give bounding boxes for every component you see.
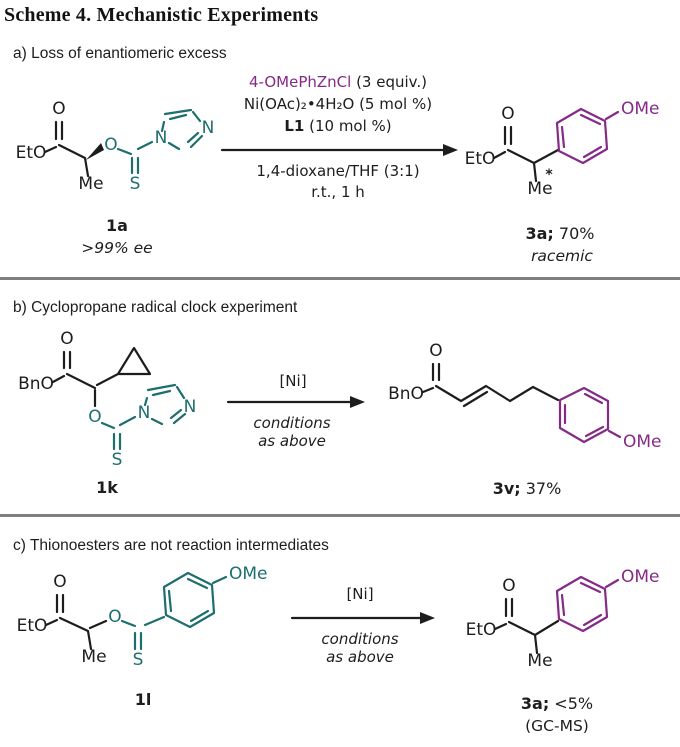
atom-label-me: Me [78, 174, 103, 194]
panel-c-scheme: EtO O Me O S OMe 1l [Ni] conditions as a… [17, 564, 660, 735]
conditions-catalyst: [Ni] [346, 585, 373, 603]
conditions-note-1: conditions [321, 630, 398, 648]
stereocenter-mark: * [545, 167, 553, 183]
atom-label-n3: N [184, 397, 197, 417]
atom-label-ome: OMe [621, 567, 660, 587]
atom-label-n3: N [202, 118, 215, 138]
conditions-note-2: as above [326, 648, 394, 666]
conditions-solvent-line: 1,4-dioxane/THF (3:1) [256, 162, 419, 180]
molecule-1l-thionoester [120, 571, 228, 651]
molecule-3a-trace-skeleton [493, 597, 560, 655]
compound-label-3a: 3a; 70% [526, 224, 595, 243]
molecule-1k: BnO O O S N N 1k [18, 329, 196, 497]
compound-note-ee: >99% ee [81, 239, 152, 257]
panel-b-scheme: BnO O O S N N 1k [Ni] conditions as abov… [18, 329, 661, 498]
molecule-1a-skeleton [43, 120, 104, 178]
molecule-3v-skeleton [421, 362, 560, 408]
atom-label-eto: EtO [17, 616, 48, 636]
compound-note-racemic: racemic [531, 247, 593, 265]
conditions-note-1: conditions [253, 414, 330, 432]
reaction-c: [Ni] conditions as above [290, 585, 435, 666]
atom-label-s: S [112, 450, 123, 470]
molecule-3a-trace: EtO O Me OMe 3a; <5% (GC-MS) [466, 567, 660, 735]
atom-label-carbonyl-o: O [60, 329, 73, 349]
molecule-1l-skeleton [44, 593, 108, 651]
reaction-arrowhead [420, 612, 435, 624]
atom-label-n1: N [155, 128, 168, 148]
atom-label-ome: OMe [623, 432, 662, 452]
atom-label-eto: EtO [466, 620, 497, 640]
atom-label-n1: N [138, 403, 151, 423]
reaction-b: [Ni] conditions as above [226, 372, 365, 450]
reaction-arrowhead [443, 144, 458, 156]
molecule-1l: EtO O Me O S OMe 1l [17, 564, 268, 709]
conditions-note-2: as above [258, 432, 326, 450]
compound-label-1l: 1l [135, 690, 152, 709]
compound-label-3a-trace: 3a; <5% [521, 694, 593, 713]
compound-label-1k: 1k [96, 478, 118, 497]
panel-divider-1 [0, 277, 680, 280]
conditions-ligand-line: L1 (10 mol %) [284, 117, 391, 135]
molecule-3a-aryl-ring [555, 107, 620, 165]
molecule-1k-skeleton [51, 346, 152, 408]
atom-label-s: S [130, 174, 141, 194]
atom-label-carbonyl-o: O [502, 576, 515, 596]
molecule-1a: EtO O Me O S N N 1a >99% ee [16, 99, 215, 257]
panel-c-heading: c) Thionoesters are not reaction interme… [13, 537, 329, 554]
atom-label-bno: BnO [18, 374, 54, 394]
atom-label-eto: EtO [465, 149, 496, 169]
atom-label-ome: OMe [621, 99, 660, 119]
atom-label-ome: OMe [229, 564, 268, 584]
compound-label-1a: 1a [106, 216, 128, 235]
atom-label-me: Me [81, 647, 106, 667]
molecule-3a-trace-aryl-ring [555, 575, 620, 633]
atom-label-s: S [133, 650, 144, 670]
molecule-3v-aryl-ring [558, 386, 622, 444]
atom-label-ester-o: O [88, 407, 101, 427]
compound-label-3v: 3v; 37% [493, 479, 562, 498]
atom-label-me: Me [527, 179, 552, 199]
conditions-catalyst: [Ni] [279, 372, 306, 390]
atom-label-ester-o: O [108, 607, 121, 627]
molecule-1a-thiocarbamate-imidazole [116, 108, 204, 175]
panel-b-heading: b) Cyclopropane radical clock experiment [13, 299, 298, 316]
reaction-arrowhead [350, 396, 365, 408]
conditions-reagent-line: 4-OMePhZnCl (3 equiv.) [249, 73, 427, 91]
conditions-temp-line: r.t., 1 h [311, 183, 365, 201]
atom-label-me: Me [527, 651, 552, 671]
panel-a-heading: a) Loss of enantiomeric excess [13, 45, 227, 62]
atom-label-carbonyl-o: O [52, 99, 65, 119]
atom-label-eto: EtO [16, 143, 47, 163]
conditions-catalyst-line: Ni(OAc)₂•4H₂O (5 mol %) [244, 95, 432, 113]
atom-label-carbonyl-o: O [429, 341, 442, 361]
molecule-1k-thiocarbamate-imidazole [100, 383, 187, 451]
atom-label-bno: BnO [388, 384, 424, 404]
molecule-3v: BnO O OMe 3v; 37% [388, 341, 661, 498]
compound-note-gcms: (GC-MS) [525, 717, 589, 735]
panel-divider-2 [0, 514, 680, 517]
scheme-title: Scheme 4. Mechanistic Experiments [4, 4, 319, 26]
atom-label-ester-o: O [104, 135, 117, 155]
atom-label-carbonyl-o: O [501, 104, 514, 124]
molecule-3a: EtO O Me * OMe 3a; 70% racemic [465, 99, 660, 265]
molecule-3a-skeleton [492, 125, 560, 183]
atom-label-carbonyl-o: O [53, 572, 66, 592]
panel-a-scheme: EtO O Me O S N N 1a >99% ee 4-OMePhZnCl … [16, 73, 660, 265]
reaction-a: 4-OMePhZnCl (3 equiv.) Ni(OAc)₂•4H₂O (5 … [220, 73, 458, 201]
wedge-bond [86, 143, 104, 160]
